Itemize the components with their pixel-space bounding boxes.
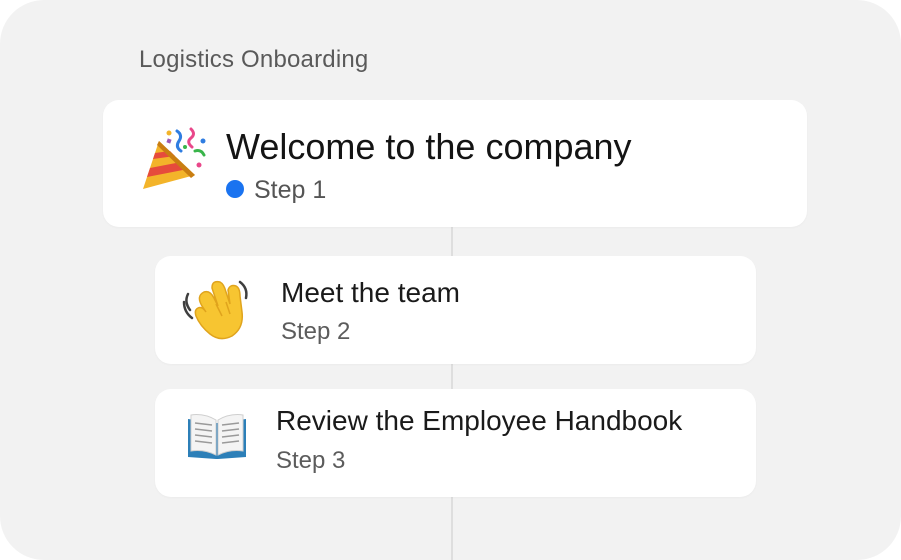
- party-popper-icon: [137, 125, 209, 200]
- step-card-welcome[interactable]: Welcome to the company Step 1: [103, 100, 807, 227]
- step-title: Meet the team: [281, 277, 460, 308]
- step-card-handbook[interactable]: Review the Employee Handbook Step 3: [155, 389, 756, 497]
- status-dot: [226, 180, 244, 198]
- timeline-connector: [451, 227, 453, 256]
- step-label: Step 2: [281, 318, 351, 345]
- timeline-connector: [451, 364, 453, 389]
- step-card-meet-team[interactable]: Meet the team Step 2: [155, 256, 756, 364]
- step-label: Step 1: [254, 176, 327, 204]
- step-title: Welcome to the company: [226, 126, 632, 167]
- timeline-connector: [451, 497, 453, 560]
- waving-hand-icon: [182, 276, 250, 347]
- open-book-icon: [186, 411, 248, 466]
- step-label: Step 3: [276, 447, 346, 474]
- section-title: Logistics Onboarding: [139, 46, 369, 73]
- step-title: Review the Employee Handbook: [276, 405, 683, 436]
